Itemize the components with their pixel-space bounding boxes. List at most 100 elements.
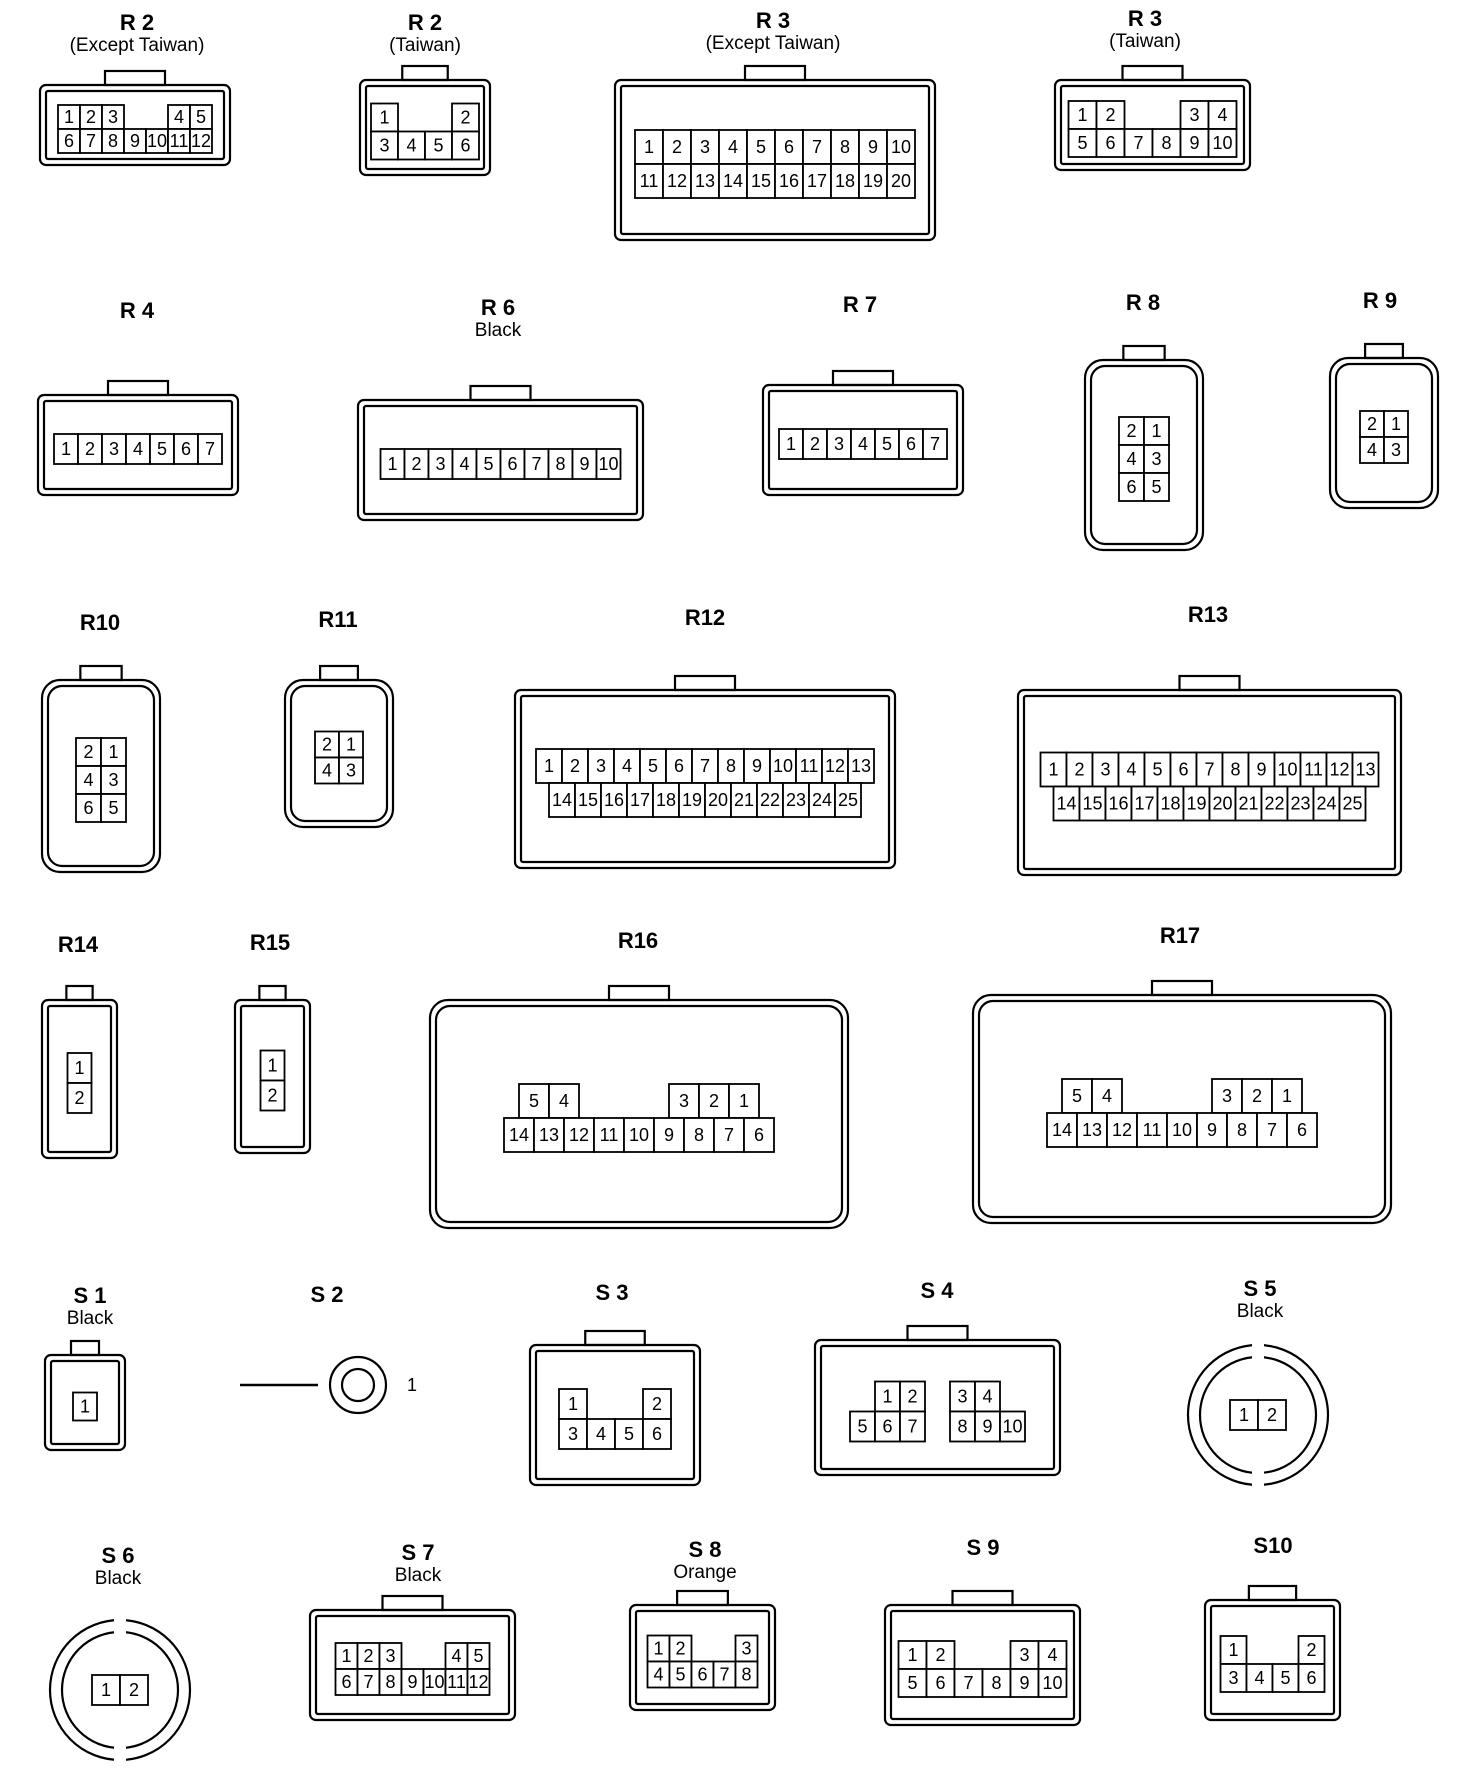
pin-number: 11 (800, 756, 819, 776)
pin-cavity (774, 129, 804, 165)
connector-title: R 8 (1126, 290, 1160, 315)
pin-number: 4 (596, 1424, 606, 1444)
connector-title: S10 (1253, 1533, 1292, 1558)
connector-subtitle: (Except Taiwan) (70, 35, 205, 56)
pin-number: 1 (653, 1639, 663, 1659)
pin-number: 9 (1019, 1673, 1029, 1693)
pin-cavity (197, 433, 223, 465)
connector-housing-inner (519, 694, 891, 864)
pin-number: 5 (108, 798, 118, 818)
pin-cavity (642, 1388, 672, 1420)
connector-subtitle: Black (395, 1565, 442, 1586)
pin-number: 3 (1189, 105, 1199, 125)
lock-latch (584, 1329, 646, 1347)
pin-number: 7 (1267, 1120, 1277, 1140)
pin-cavity (974, 1410, 1001, 1443)
ring-terminal (328, 1355, 388, 1415)
connector-housing-inner (314, 1614, 511, 1716)
pin-cavity (1104, 785, 1133, 822)
pin-number: 10 (598, 454, 618, 474)
pin-cavity (897, 1668, 928, 1698)
pin-number: 1 (1077, 105, 1087, 125)
lock-latch (906, 1324, 969, 1342)
pin-cavity (1229, 1399, 1259, 1431)
pin-number: 5 (624, 1424, 634, 1444)
pin-cavity (826, 428, 852, 460)
ring-terminal-hole (340, 1367, 376, 1403)
pin-cavity (886, 129, 916, 165)
lock-latch (951, 1589, 1014, 1607)
lock-latch (319, 664, 360, 682)
pin-number: 3 (568, 1424, 578, 1444)
pin-number: 2 (672, 137, 682, 157)
pin-number: 7 (963, 1673, 973, 1693)
pin-number: 3 (385, 1646, 395, 1666)
pin-number: 19 (1186, 794, 1206, 814)
pin-number: 16 (604, 790, 624, 810)
pin-number: 10 (1172, 1120, 1192, 1140)
pin-number: 6 (784, 137, 794, 157)
connector-title: S 3 (595, 1280, 628, 1305)
pin-number: 7 (205, 439, 215, 459)
pin-cavity (834, 782, 862, 818)
connector-housing-inner (889, 1609, 1076, 1721)
pin-cavity (1271, 1663, 1300, 1693)
pin-cavity (718, 129, 748, 165)
pin-number: 2 (810, 434, 820, 454)
pin-number: 10 (424, 1672, 444, 1692)
pin-number: 17 (807, 171, 827, 191)
pin-number: 13 (851, 756, 871, 776)
pin-number: 23 (1290, 794, 1310, 814)
pin-cavity (189, 128, 213, 154)
pin-number: 6 (64, 131, 74, 151)
lock-latch (401, 64, 449, 82)
pin-number: 3 (346, 761, 356, 781)
connector-title: R15 (250, 930, 290, 955)
pin-number: 1 (1228, 1640, 1238, 1660)
pin-number: 5 (857, 1417, 867, 1437)
lock-latch (381, 1594, 444, 1612)
pin-number: 15 (751, 171, 771, 191)
pin-number: 4 (406, 136, 416, 156)
pin-cavity (1359, 436, 1385, 464)
pin-number: 1 (786, 434, 796, 454)
pin-cavity (1359, 410, 1385, 438)
pin-number: 14 (509, 1125, 529, 1145)
pin-number: 2 (460, 108, 470, 128)
pin-number: 13 (1082, 1120, 1102, 1140)
connector-subtitle: (Taiwan) (1109, 31, 1181, 52)
pin-number: 4 (622, 756, 632, 776)
pin-number: 17 (1134, 794, 1154, 814)
pin-cavity (974, 1380, 1001, 1413)
pin-number: 12 (569, 1125, 589, 1145)
pin-cavity (847, 748, 875, 784)
pin-number: 16 (1108, 794, 1128, 814)
pin-number: 2 (363, 1646, 373, 1666)
pin-number: 5 (1151, 477, 1161, 497)
connector-housing-inner (239, 1004, 306, 1149)
connector-housing-inner (289, 684, 389, 823)
pin-number: 5 (1077, 133, 1087, 153)
connector-title: R13 (1188, 602, 1228, 627)
pin-number: 2 (570, 756, 580, 776)
pin-number: 5 (483, 454, 493, 474)
pin-cavity (451, 102, 480, 133)
pin-number: 5 (157, 439, 167, 459)
pin-cavity (101, 433, 127, 465)
connector-housing (813, 1338, 1062, 1477)
pin-number: 9 (130, 131, 140, 151)
pin-cavity (698, 1083, 730, 1119)
pin-number: 10 (1212, 133, 1232, 153)
pin-cavity (1179, 100, 1210, 130)
connector-title: S 9 (966, 1535, 999, 1560)
pin-number: 2 (709, 1091, 719, 1111)
pin-number: 7 (907, 1417, 917, 1437)
